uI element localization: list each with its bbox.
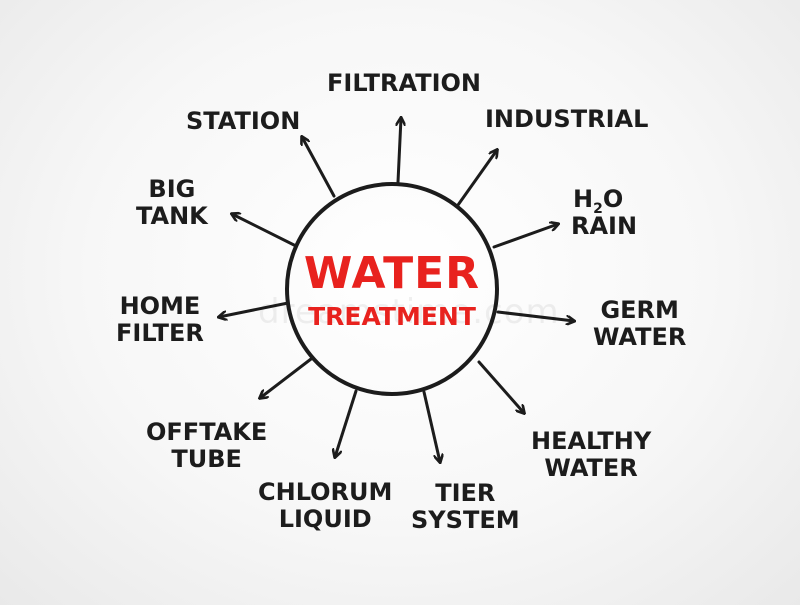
label-industrial-text: INDUSTRIAL <box>485 105 649 133</box>
center-circle <box>285 182 499 396</box>
center-title-line1: WATER <box>303 248 481 299</box>
label-h2o-h: H <box>573 185 594 213</box>
center-title-line2: TREATMENT <box>308 302 476 331</box>
label-station: STATION <box>186 108 300 135</box>
label-germ-text: GERM <box>600 296 679 324</box>
label-offtake-text: OFFTAKE <box>146 418 268 446</box>
label-h2o-o: O <box>602 185 624 213</box>
label-filtration: FILTRATION <box>327 70 481 97</box>
label-tier-system: TIER SYSTEM <box>411 480 520 534</box>
label-rain: RAIN <box>571 212 638 240</box>
arrow-chlorum-liquid <box>335 389 358 457</box>
label-healthy-water: HEALTHY WATER <box>531 428 651 482</box>
label-big-text: BIG <box>148 175 196 203</box>
arrow-filtration <box>398 118 401 184</box>
label-water-text: WATER <box>593 323 687 351</box>
label-tank-text: TANK <box>136 202 208 230</box>
label-filter-text: FILTER <box>116 319 204 347</box>
arrow-station <box>302 137 336 198</box>
arrow-germ-water <box>496 310 574 321</box>
label-filtration-text: FILTRATION <box>327 69 481 97</box>
label-h2o: H2O <box>573 185 624 217</box>
arrow-home-filter <box>219 301 290 317</box>
label-big-tank: BIG TANK <box>136 176 208 230</box>
label-h2o-sub: 2 <box>593 201 603 217</box>
label-healthy-text: HEALTHY <box>531 427 652 455</box>
label-liquid-text: LIQUID <box>278 505 372 533</box>
label-station-text: STATION <box>186 107 301 135</box>
label-chlorum-liquid: CHLORUM LIQUID <box>258 479 392 533</box>
arrow-h2o-rain <box>492 224 558 249</box>
arrow-offtake-tube <box>260 357 313 398</box>
label-industrial: INDUSTRIAL <box>485 106 648 133</box>
watermark-text: dreamstime.com <box>258 292 560 332</box>
label-home-text: HOME <box>119 292 201 320</box>
label-system-text: SYSTEM <box>411 506 520 534</box>
label-home-filter: HOME FILTER <box>116 293 204 347</box>
label-offtake-tube: OFFTAKE TUBE <box>146 419 267 473</box>
label-healthy-water-text: WATER <box>544 454 638 482</box>
arrows <box>219 118 574 462</box>
label-germ-water: GERM WATER <box>593 297 686 351</box>
label-tube-text: TUBE <box>171 445 242 473</box>
arrow-healthy-water <box>477 360 524 413</box>
arrow-tier-system <box>422 390 440 462</box>
arrow-industrial <box>456 150 497 207</box>
label-chlorum-text: CHLORUM <box>258 478 393 506</box>
arrow-big-tank <box>232 214 298 248</box>
label-tier-text: TIER <box>435 479 496 507</box>
